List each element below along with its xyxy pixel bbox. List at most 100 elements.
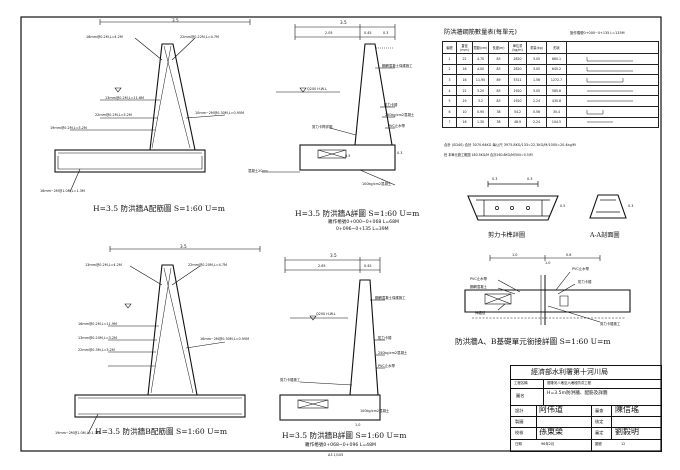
table-cell: 2820 bbox=[508, 63, 527, 76]
tb-sign-check: 孫東榮 bbox=[539, 427, 563, 436]
table-cell: 1.30 bbox=[472, 116, 489, 129]
table-cell: 83 bbox=[488, 84, 509, 97]
drawing-label: 圖名 bbox=[516, 393, 525, 398]
table-cell: 19 bbox=[456, 95, 473, 107]
table-cell: 83 bbox=[488, 63, 509, 76]
table-cell: 860.1 bbox=[546, 53, 567, 65]
table-cell: 54.2 bbox=[508, 105, 527, 118]
section-aa-drawing bbox=[589, 194, 627, 219]
tb-sheet: 12 bbox=[621, 442, 626, 446]
table-cell: 2 bbox=[442, 63, 457, 76]
table-shape-cell bbox=[566, 116, 659, 129]
table-shape-cell bbox=[566, 95, 659, 107]
table-cell: 0.95 bbox=[472, 105, 489, 118]
wall-a-detail-note-4: 250kg/cm2混凝土 bbox=[385, 113, 415, 117]
wall-a-detail-note-8: 混凝土20cm bbox=[248, 169, 268, 173]
table-cell: 3 bbox=[442, 74, 457, 86]
joint-note-4: 防力卡樁 bbox=[578, 280, 592, 284]
table-cell: 22 bbox=[456, 53, 473, 65]
table-cell: 430.8 bbox=[546, 95, 567, 107]
joint-note-3: PVC止水帶 bbox=[572, 267, 589, 271]
project-label: 工程名稱 bbox=[514, 381, 528, 385]
rebar-shape-icon bbox=[586, 56, 633, 62]
tb-label-final: 審定 bbox=[595, 430, 604, 435]
table-cell: 48.9 bbox=[508, 116, 527, 129]
rebar-shape-icon bbox=[586, 90, 633, 91]
wall-b-rebar-label-2: 22mm@0.20M,L=4.7M bbox=[188, 263, 227, 267]
wall-a-detail-note-7: 100kg/cm2混凝土 bbox=[362, 182, 392, 186]
table-cell: 1920 bbox=[508, 95, 527, 107]
table-cell: 89 bbox=[488, 74, 509, 86]
tb-date: 96年2月 bbox=[541, 442, 555, 446]
table-cell: 38 bbox=[488, 105, 509, 118]
wall-b-rebar-label-3: 16mm@0.2M,L=11.9M bbox=[78, 322, 117, 326]
tb-sign-final: 劉毅明 bbox=[615, 427, 639, 436]
table-shape-cell bbox=[566, 53, 659, 65]
table-cell: 0.56 bbox=[526, 105, 547, 118]
wall-b-rebar-label-7: 19mm~2M@1.0M,L=1.3M bbox=[55, 431, 100, 435]
wall-a-rebar-label-2: 22mm@0.22M,L=4.7M bbox=[180, 35, 219, 39]
wall-a-rebar-label-5: 19mm@0.2M,L=3.2M bbox=[50, 126, 87, 130]
table-cell: 7 bbox=[442, 116, 457, 129]
table-cell: 2.24 bbox=[526, 95, 547, 107]
rebar-shape-icon bbox=[586, 122, 613, 123]
joint-note-5: 伸縮縫 bbox=[475, 311, 486, 315]
wall-a-detail-note-6: 剪力卡榫詳圖 bbox=[312, 125, 333, 129]
rebar-table-subtitle: 施作樁號0+000~0+135 L=135M bbox=[570, 31, 625, 35]
table-cell: 4 bbox=[442, 84, 457, 97]
wall-a-rebar-caption: H=3.5 防洪牆A配筋圖 S=1:60 U=m bbox=[93, 204, 225, 213]
table-shape-header bbox=[566, 41, 659, 54]
wall-a-detail-note-1: 鋼網混凝土保護施工 bbox=[382, 64, 413, 68]
tb-sign-review: 陳信瑤 bbox=[615, 405, 639, 414]
wall-b-dim-top: 3.5 bbox=[180, 244, 187, 249]
wall-b-detail-dim-a: 2.65 bbox=[318, 264, 326, 268]
table-header-cell: 編號 bbox=[442, 41, 457, 54]
table-header-cell: 形狀 bbox=[546, 41, 567, 54]
wall-b-rebar-label-6: 16mm~2M@0.30M,L=0.95M bbox=[200, 337, 249, 341]
table-cell: 83 bbox=[488, 53, 509, 65]
wall-b-detail-sub-1: 羅作樁號0+068~0+096 L=48M bbox=[305, 443, 376, 448]
joint-dim-c: 1.0 bbox=[545, 261, 551, 265]
table-cell: 6 bbox=[442, 105, 457, 118]
table-cell: 10 bbox=[456, 105, 473, 118]
joint-note-2: 鋼網混凝土 bbox=[470, 285, 487, 289]
sheet-border bbox=[20, 16, 662, 452]
tb-label-approve: 核定 bbox=[595, 419, 604, 424]
table-cell: 4.70 bbox=[472, 53, 489, 65]
table-cell: 1.56 bbox=[526, 74, 547, 86]
wall-a-detail-note-3: 防力卡樁 bbox=[384, 103, 398, 107]
table-shape-cell bbox=[566, 63, 659, 76]
joint-note-1: PVC止水帶 bbox=[470, 277, 487, 281]
wall-b-detail-note-5: PVC止水帶 bbox=[378, 364, 395, 368]
wall-b-detail-note-4: 250kg/cm2混凝土 bbox=[378, 351, 408, 355]
table-cell: 30.4 bbox=[546, 105, 567, 118]
wall-b-detail-dim-b: 0.45 bbox=[364, 264, 372, 268]
agency-name: 經濟部水利署第十河川局 bbox=[531, 368, 608, 376]
table-header-cell: 間距(cm) bbox=[472, 41, 489, 54]
table-shape-cell bbox=[566, 105, 659, 118]
wall-a-detail-dim-d: 0.3 bbox=[383, 31, 389, 35]
joint-note-6: 剪力卡樁施工 bbox=[600, 322, 621, 326]
wall-a-rebar-label-6: 10mm~2M@0.30M,L=0.95M bbox=[195, 111, 244, 115]
wall-b-rebar-label-4: 13mm@0.20M,L=3.2M bbox=[78, 336, 117, 340]
wall-a-rebar-label-4: 22mm@0.2M,L=3.2M bbox=[95, 113, 132, 117]
tb-label-review: 審查 bbox=[595, 408, 604, 413]
table-header-cell: 直徑(mm) bbox=[456, 41, 473, 54]
table-cell: 2.24 bbox=[526, 116, 547, 129]
table-cell: 3.05 bbox=[526, 63, 547, 76]
wall-b-rebar-label-5: 22mm@0.3M,L=3.2M bbox=[78, 348, 115, 352]
wall-b-detail-dim-top: 3.5 bbox=[330, 253, 337, 258]
table-cell: 2820 bbox=[508, 53, 527, 65]
table-cell: 104.5 bbox=[546, 116, 567, 129]
tb-label-design: 設計 bbox=[515, 408, 524, 413]
shear-key-caption: 剪力卡榫詳圖 bbox=[488, 232, 526, 239]
section-aa-caption: A-A剖面圖 bbox=[590, 232, 620, 239]
wall-b-rebar-label-1: 13mm@0.2M,L=4.2M bbox=[85, 263, 122, 267]
table-cell: 11.95 bbox=[472, 74, 489, 86]
